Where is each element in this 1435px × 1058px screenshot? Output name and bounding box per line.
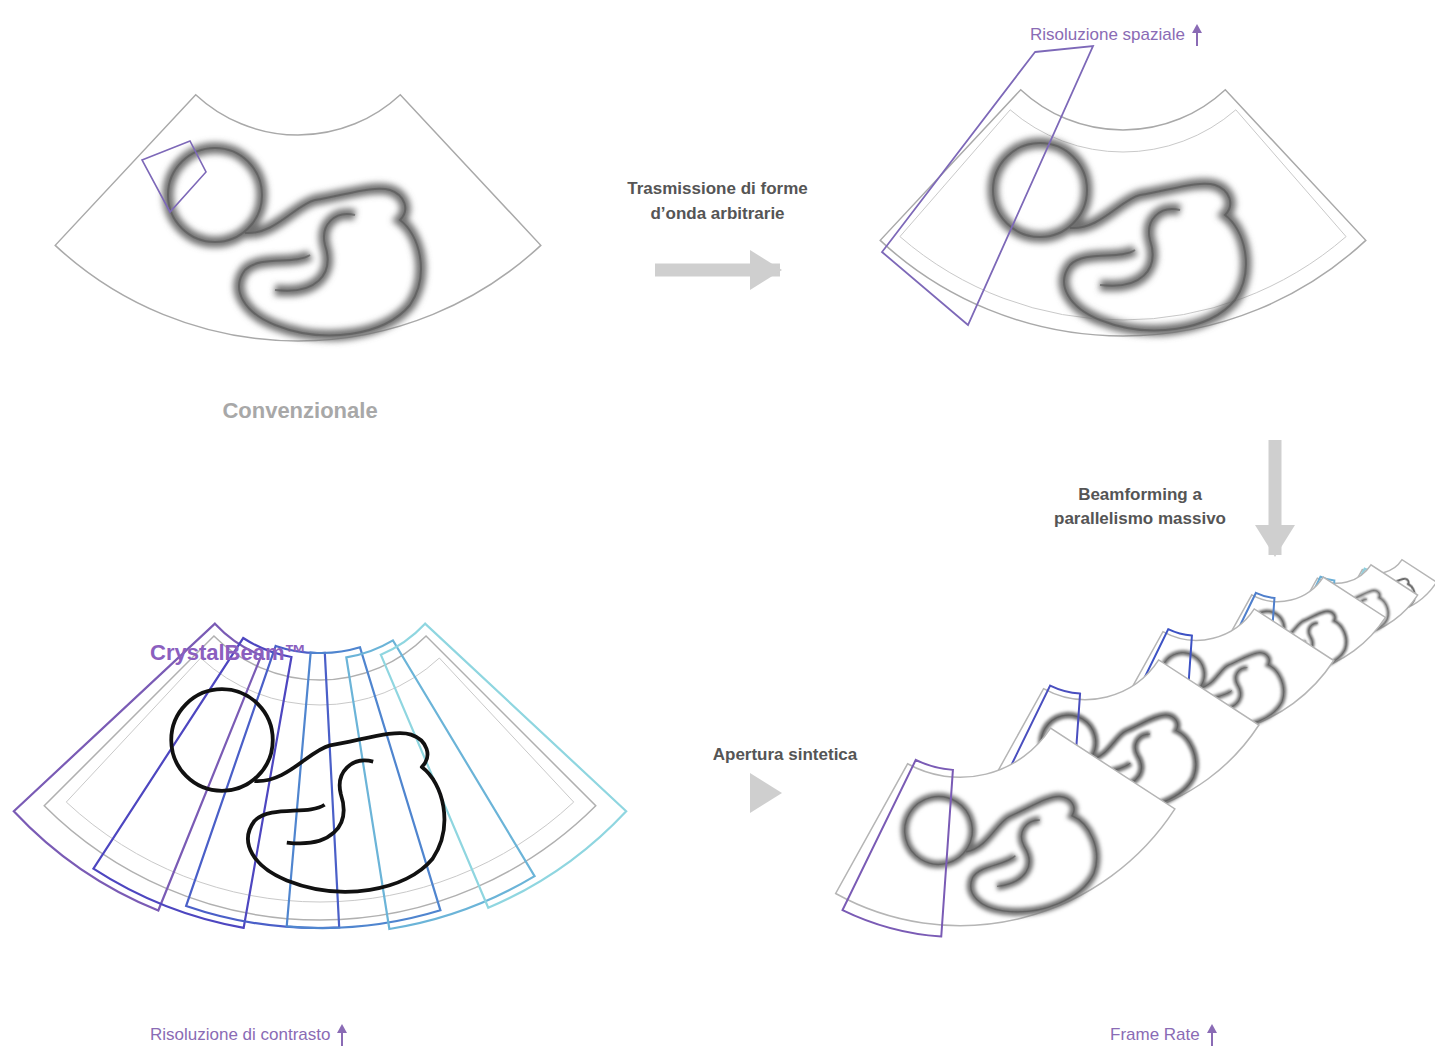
beam-sector — [186, 646, 339, 928]
fetus-blur — [168, 148, 262, 242]
fetus-outline — [954, 790, 1107, 924]
increase-arrow-head — [1207, 1024, 1217, 1033]
panel-caption: Risoluzione spaziale — [1030, 25, 1185, 45]
ultrasound-fan-inner — [66, 658, 573, 902]
diagram-panel: CrystalBeam™ Risoluzione di contrasto — [10, 628, 630, 1050]
increase-arrow — [336, 1024, 348, 1046]
fetus-figure — [171, 689, 444, 891]
fetus-blur — [954, 790, 1107, 924]
fetus-figure — [168, 148, 421, 335]
fetus-outline — [168, 148, 262, 242]
increase-arrow-head — [1192, 24, 1202, 33]
fetus-blur — [993, 143, 1087, 237]
panel-caption-row: Frame Rate — [1110, 1024, 1218, 1046]
ultrasound-fan — [880, 90, 1366, 336]
wide-beam — [882, 46, 1093, 325]
arrow-label: Apertura sintetica — [705, 743, 865, 768]
conventional-panel — [55, 95, 541, 341]
panel-caption-row: Convenzionale — [222, 398, 377, 424]
process-arrow — [655, 264, 780, 277]
beam-sector — [812, 752, 992, 958]
crystalbeam-panel — [14, 624, 626, 929]
increase-arrow — [1206, 1024, 1218, 1046]
beam-box — [142, 141, 206, 212]
fetus-outline — [1064, 184, 1246, 331]
fetus-outline — [248, 733, 444, 892]
fetus-blur — [984, 819, 1053, 887]
fetus-outline — [898, 789, 980, 871]
fetus-outline — [287, 761, 373, 844]
fetus-outline — [239, 189, 421, 336]
panel-caption: Frame Rate — [1110, 1025, 1200, 1045]
panel-title: CrystalBeam™ — [150, 640, 307, 666]
frame — [809, 702, 1192, 960]
panel-caption-row: Risoluzione di contrasto — [150, 1024, 348, 1046]
fetus-outline — [1100, 209, 1180, 286]
fetus-blur — [239, 189, 421, 336]
diagram-panel: Frame Rate — [810, 560, 1425, 1050]
fetus-outline — [171, 689, 273, 791]
diagram-panel: Risoluzione spaziale — [870, 18, 1415, 340]
beam-sector — [381, 624, 626, 908]
process-arrow — [1269, 440, 1282, 555]
panel-title: Convenzionale — [222, 398, 377, 424]
fetus-figure — [898, 762, 1107, 937]
fetus-figure — [993, 143, 1246, 330]
ultrasound-fan — [55, 95, 541, 341]
beam-sector — [346, 640, 534, 929]
fetus-blur — [275, 214, 355, 291]
fetus-outline — [984, 819, 1053, 887]
panel-caption-row: Risoluzione spaziale — [1030, 24, 1203, 46]
fetus-blur — [898, 789, 980, 871]
fetus-outline — [993, 143, 1087, 237]
arrow-label: Beamforming a parallelismo massivo — [1030, 483, 1250, 532]
frame-rate-panel — [809, 552, 1435, 960]
ultrasound-fan — [809, 704, 1191, 961]
ultrasound-fan — [44, 636, 596, 920]
fetus-blur — [1064, 184, 1246, 331]
diagram-panel: Convenzionale — [40, 70, 560, 440]
waveform-panel — [880, 46, 1366, 336]
arrow-label: Trasmissione di forme d’onda arbitrarie — [603, 177, 833, 226]
fetus-outline — [275, 214, 355, 291]
panel-caption-row: CrystalBeam™ — [150, 640, 307, 666]
panel-caption: Risoluzione di contrasto — [150, 1025, 330, 1045]
fetus-blur — [1100, 209, 1180, 286]
increase-arrow-head — [337, 1024, 347, 1033]
increase-arrow — [1191, 24, 1203, 46]
